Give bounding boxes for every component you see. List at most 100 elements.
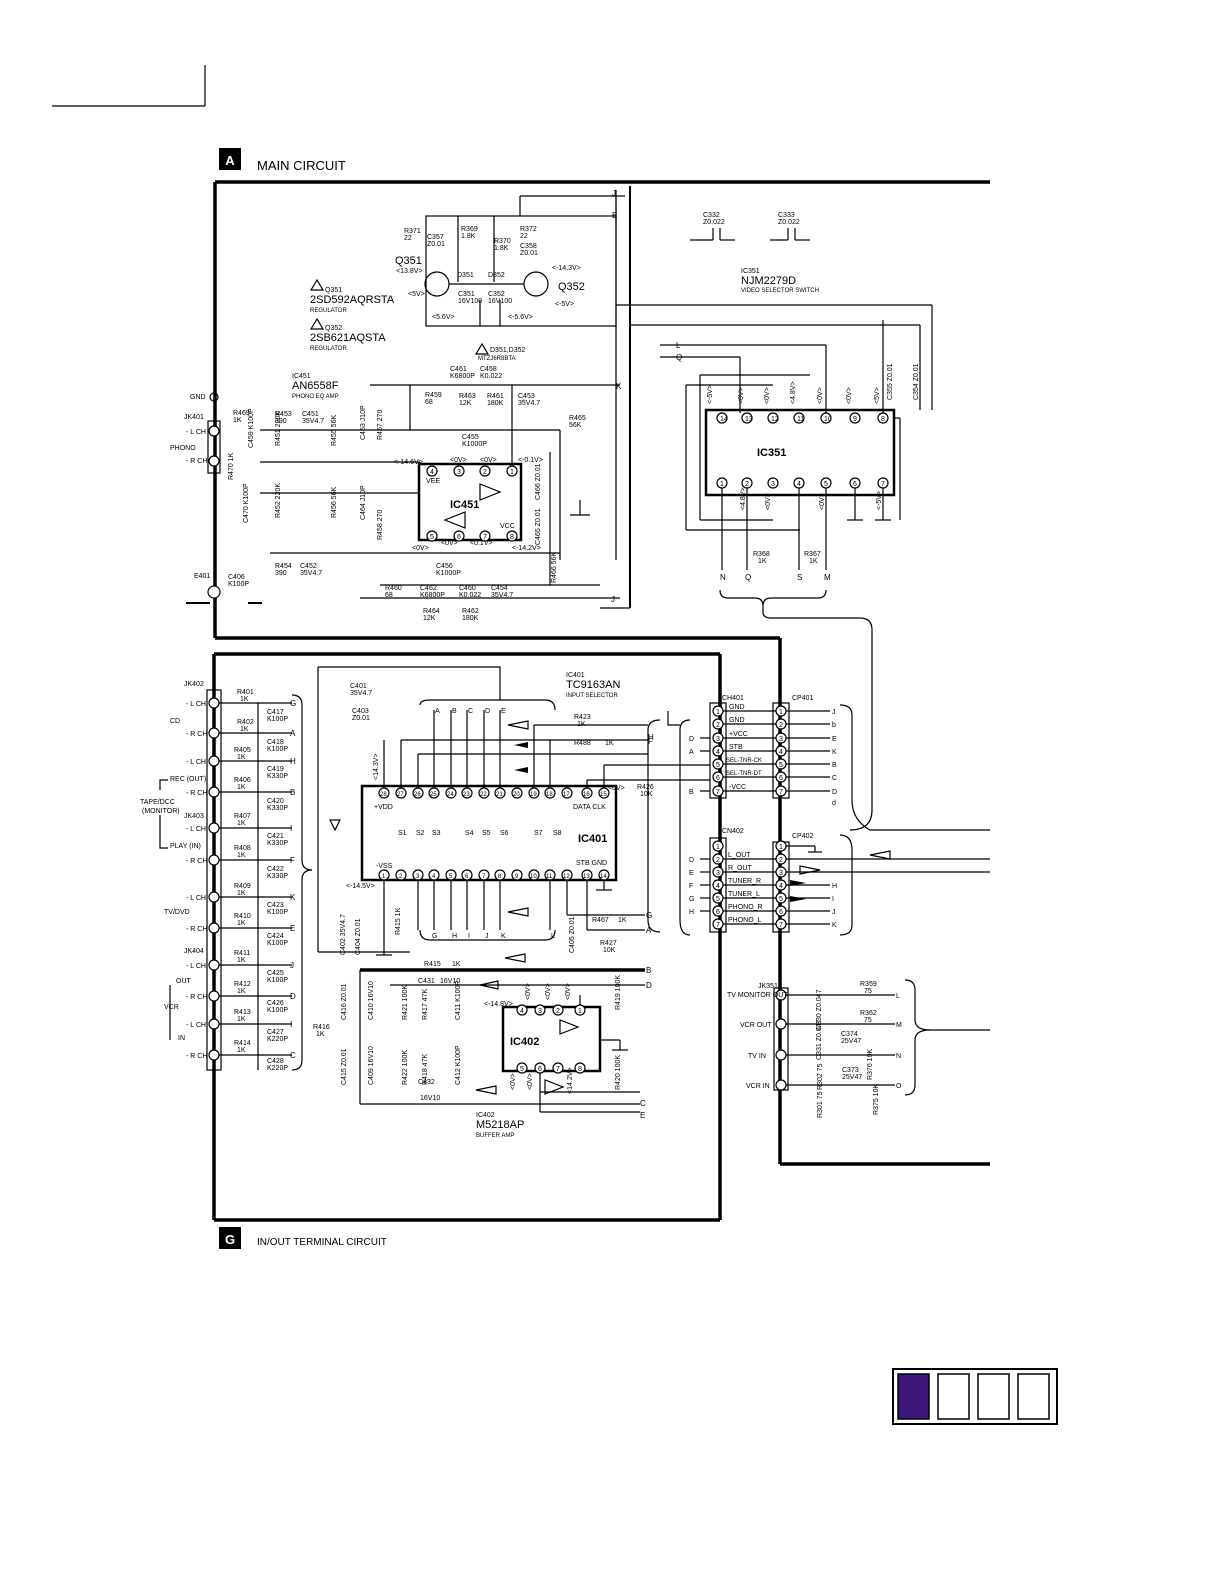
ic401-ref: IC401	[566, 672, 585, 679]
ic402-pin3-voltage: <0V>	[525, 983, 532, 1000]
svg-text:L: L	[896, 993, 900, 1000]
svg-text:A: A	[435, 708, 440, 715]
svg-text:R414: R414	[234, 1040, 251, 1047]
svg-text:12K: 12K	[423, 615, 436, 622]
cd-lch-terminal[interactable]	[208, 697, 220, 709]
svg-text:R402: R402	[237, 719, 254, 726]
svg-text:C374: C374	[841, 1031, 858, 1038]
svg-text:35V4.7: 35V4.7	[350, 690, 372, 697]
svg-text:1K: 1K	[237, 988, 246, 995]
vcr-out-lch-terminal[interactable]	[208, 959, 220, 971]
cd-label: CD	[170, 718, 180, 725]
svg-text:25V47: 25V47	[842, 1074, 862, 1081]
svg-text:12K: 12K	[459, 400, 472, 407]
ch401-pin4-name: STB	[729, 744, 743, 751]
vcr-in-lch-terminal[interactable]	[208, 1018, 220, 1030]
svg-text:C459 K100P: C459 K100P	[248, 408, 255, 448]
svg-text:E: E	[640, 1111, 645, 1120]
svg-text:K100P: K100P	[267, 716, 288, 723]
svg-text:1K: 1K	[237, 754, 246, 761]
svg-text:1K: 1K	[809, 558, 818, 565]
svg-text:- L CH: - L CH	[186, 895, 206, 902]
svg-text:4: 4	[432, 874, 436, 880]
svg-text:5: 5	[716, 762, 720, 769]
play-rch-terminal[interactable]	[208, 854, 220, 866]
svg-text:C431: C431	[418, 978, 435, 985]
svg-text:4: 4	[716, 883, 720, 890]
svg-text:K: K	[832, 749, 837, 756]
svg-text:14: 14	[720, 416, 728, 423]
cd-rch-terminal[interactable]	[208, 727, 220, 739]
tv-in-terminal[interactable]	[775, 1049, 787, 1061]
tv-lch-terminal[interactable]	[208, 891, 220, 903]
svg-text:56K: 56K	[569, 422, 582, 429]
jk401-rch-terminal[interactable]	[208, 455, 220, 467]
svg-text:R458 270: R458 270	[377, 510, 384, 540]
svg-text:K100P: K100P	[267, 909, 288, 916]
vcr-in-rch-terminal[interactable]	[208, 1049, 220, 1061]
ic451-label: IC451	[450, 499, 479, 511]
jk401-lch-terminal[interactable]	[208, 425, 220, 437]
svg-text:27: 27	[397, 792, 404, 798]
jk401-phono-jack[interactable]: GND JK401 - L CH - R CH PHONO E401	[170, 392, 262, 604]
svg-text:D: D	[689, 857, 694, 864]
svg-text:3: 3	[716, 736, 720, 743]
svg-text:C460: C460	[459, 585, 476, 592]
svg-text:68: 68	[385, 592, 393, 599]
ic451-block: IC451 AN6558F PHONO EQ AMP IC451 VEE VCC…	[260, 373, 600, 586]
vcr-out-terminal[interactable]	[775, 1018, 787, 1030]
ic402-part: M5218AP	[476, 1119, 524, 1131]
svg-text:7: 7	[779, 789, 783, 796]
vcr-out-label: OUT	[176, 978, 192, 985]
vcr-out-rch-terminal[interactable]	[208, 990, 220, 1002]
svg-text:4: 4	[779, 883, 783, 890]
svg-text:R413: R413	[234, 1009, 251, 1016]
ic401-stb-gnd: STB GND	[576, 860, 607, 867]
svg-text:C451: C451	[302, 411, 319, 418]
svg-text:R412: R412	[234, 981, 251, 988]
svg-text:K100P: K100P	[267, 940, 288, 947]
svg-text:D: D	[290, 992, 296, 1001]
play-lch-terminal[interactable]	[208, 822, 220, 834]
svg-text:75: 75	[864, 988, 872, 995]
svg-text:22: 22	[480, 792, 487, 798]
svg-text:C405 Z0.01: C405 Z0.01	[569, 916, 576, 953]
rec-out-label: REC (OUT)	[170, 776, 206, 783]
page-index-box-active	[897, 1373, 930, 1420]
svg-text:- R CH: - R CH	[186, 994, 207, 1001]
svg-text:C373: C373	[842, 1067, 859, 1074]
ic351-pin5-voltage: <0V>	[819, 493, 826, 510]
vcr-in-terminal[interactable]	[775, 1079, 787, 1091]
svg-text:16V10: 16V10	[420, 1095, 440, 1102]
tv-rch-terminal[interactable]	[208, 922, 220, 934]
svg-text:C402 35V4.7: C402 35V4.7	[340, 914, 347, 955]
svg-text:I: I	[290, 1020, 292, 1029]
svg-text:Z0.01: Z0.01	[352, 715, 370, 722]
rec-lch-terminal[interactable]	[208, 755, 220, 767]
svg-text:16V100: 16V100	[488, 298, 512, 305]
rec-rch-terminal[interactable]	[208, 786, 220, 798]
ic402-body	[501, 1005, 602, 1073]
svg-text:C401: C401	[350, 683, 367, 690]
ic402-pin6-voltage: <0V>	[527, 1073, 534, 1090]
svg-text:E: E	[689, 870, 694, 877]
svg-text:K6800P: K6800P	[420, 592, 445, 599]
svg-text:C464 J10P: C464 J10P	[360, 485, 367, 520]
svg-text:F: F	[290, 856, 295, 865]
svg-text:5: 5	[430, 534, 434, 541]
ic401-vss: -VSS	[376, 863, 393, 870]
ic451-ref: IC451	[292, 373, 311, 380]
svg-text:21: 21	[496, 792, 503, 798]
svg-text:C418: C418	[267, 739, 284, 746]
ic351-label: IC351	[757, 447, 786, 459]
svg-text:C332: C332	[703, 212, 720, 219]
svg-text:1K: 1K	[240, 726, 249, 733]
svg-text:A: A	[689, 749, 694, 756]
svg-text:5: 5	[779, 762, 783, 769]
svg-text:6: 6	[716, 775, 720, 782]
svg-text:10: 10	[824, 416, 832, 423]
svg-text:S8: S8	[553, 830, 562, 837]
ic401-desc: INPUT SELECTOR	[566, 693, 618, 699]
ic402-ref: IC402	[476, 1112, 495, 1119]
